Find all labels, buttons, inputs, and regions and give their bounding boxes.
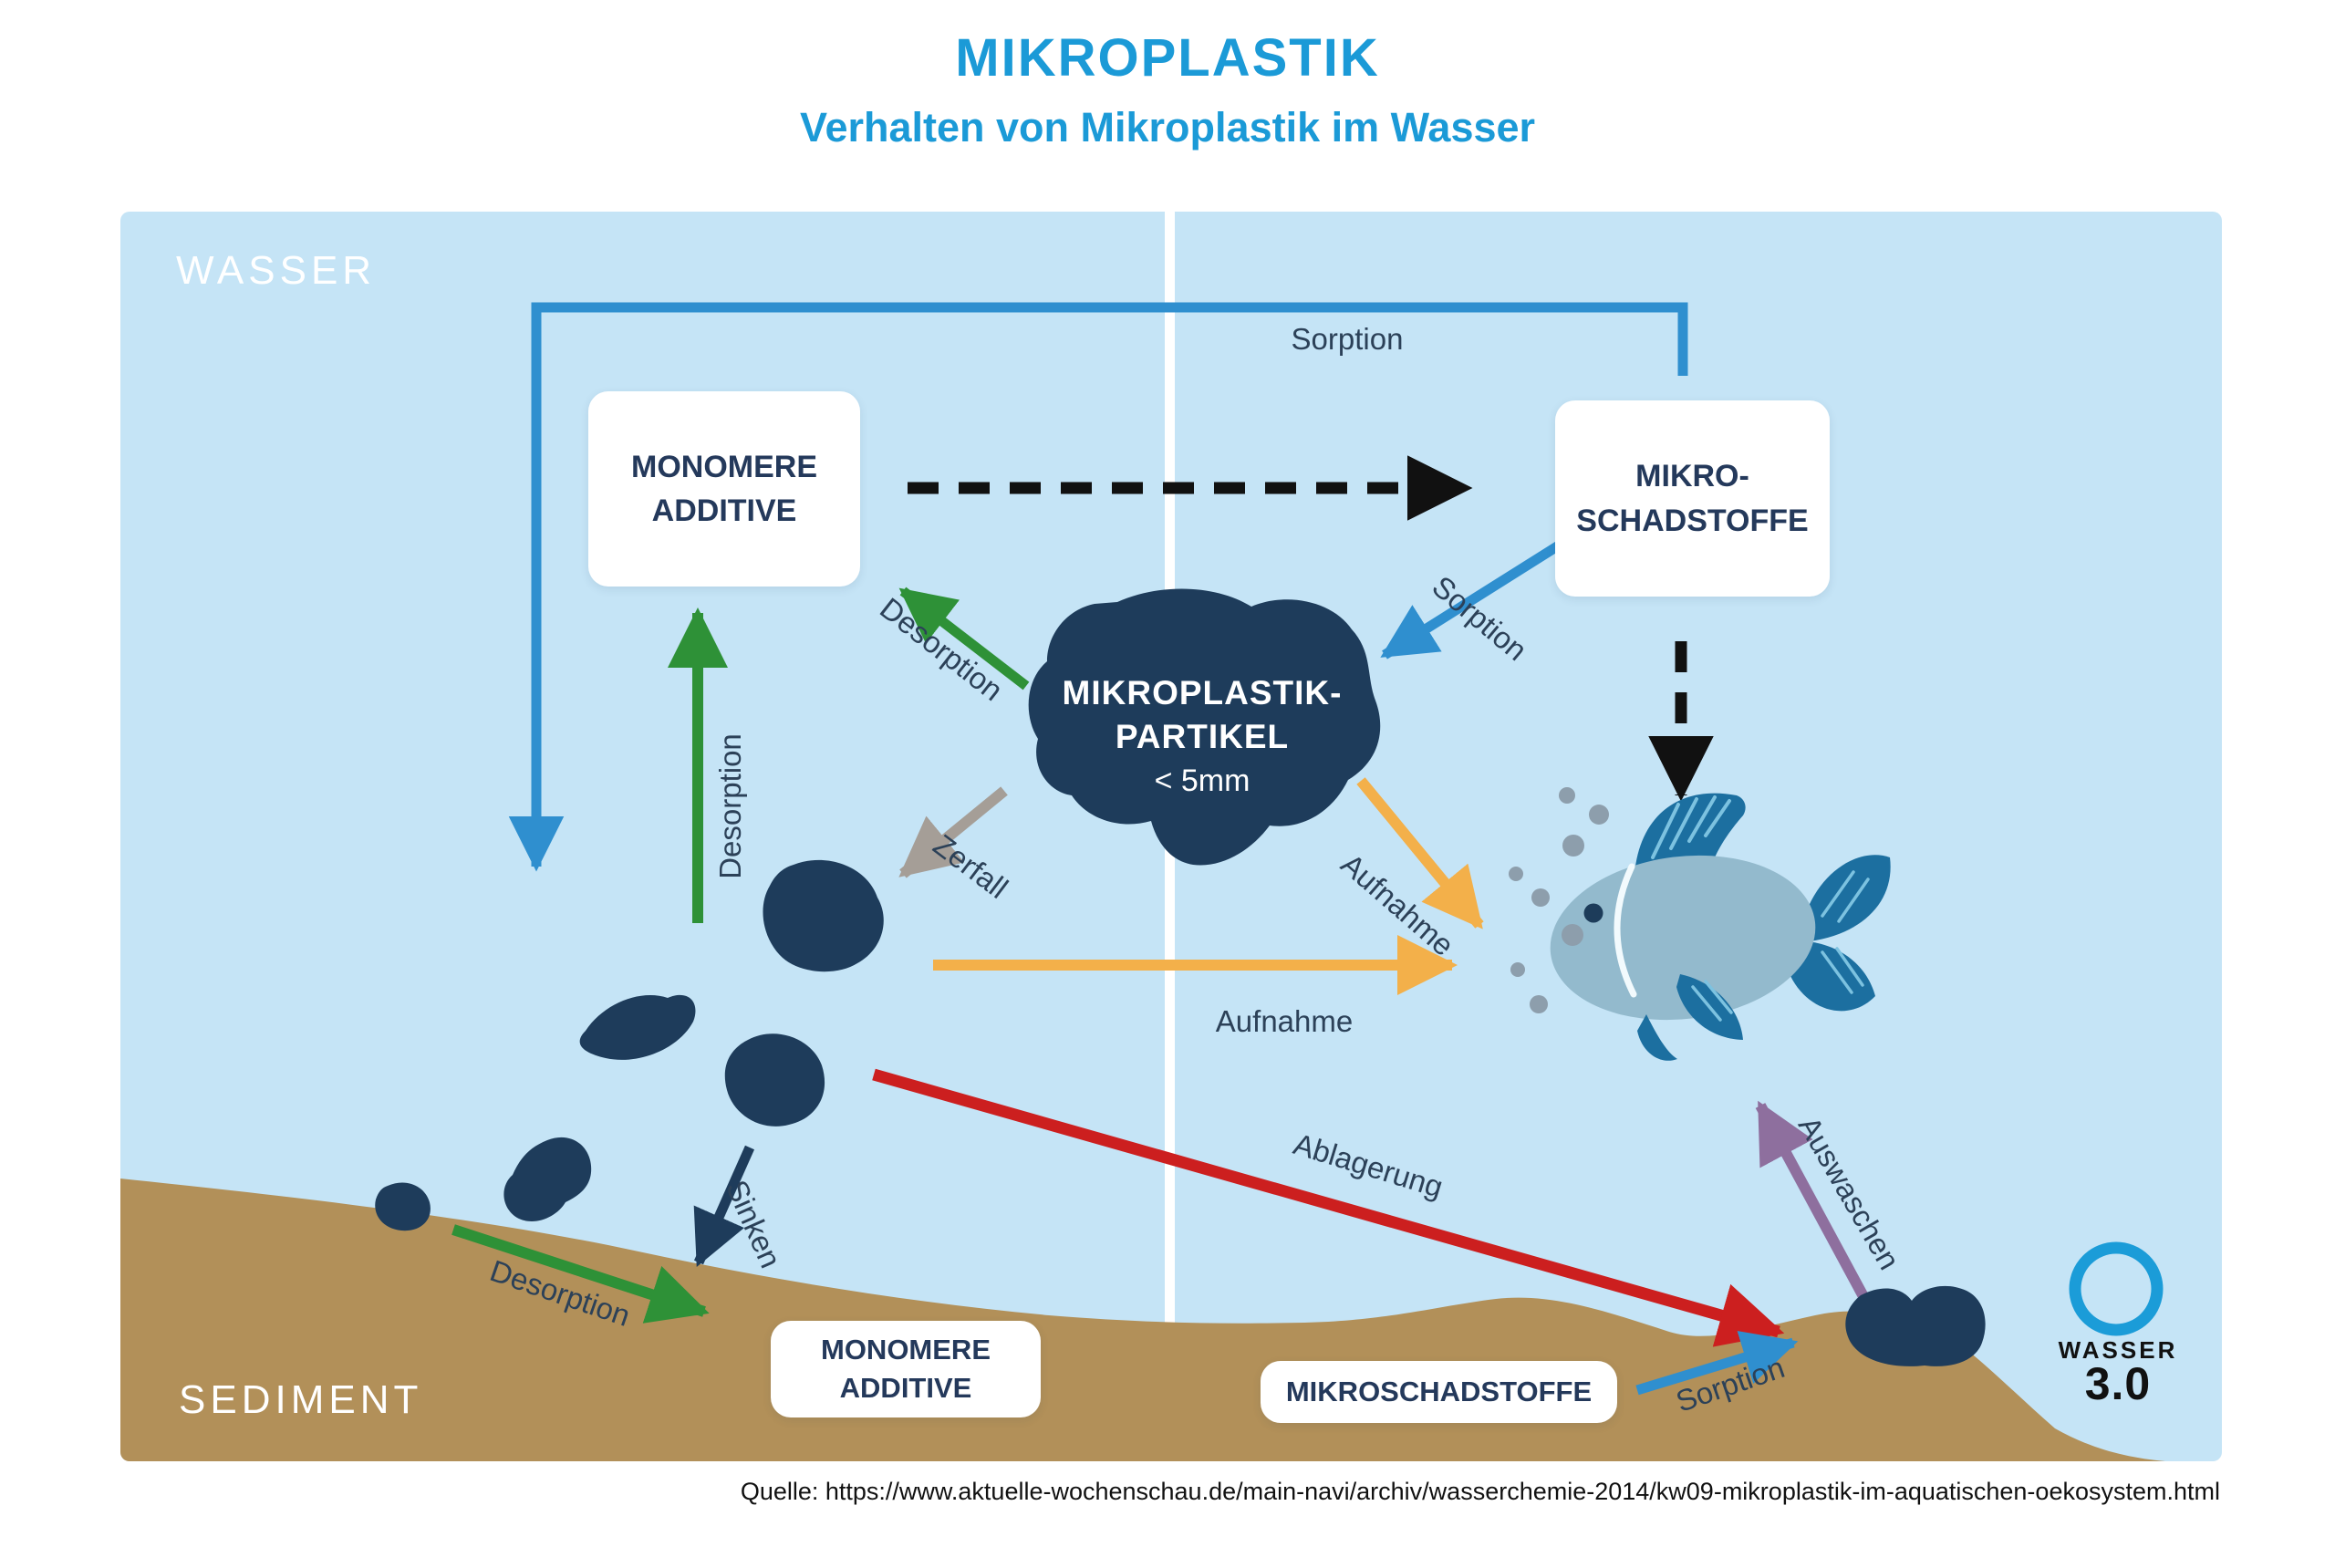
fish-body: [1550, 855, 1816, 1021]
fish-tail-upper: [1802, 855, 1891, 941]
microplastic-fragment: [724, 1033, 825, 1127]
bubbles-icon: [1509, 787, 1609, 1013]
fish-tail-stripes: [1821, 870, 1870, 994]
sorption-diagonal-arrow: [1380, 539, 1564, 659]
monomere-additive-water-box: MONOMERE ADDITIVE: [588, 391, 860, 587]
monomere-additive-water-line1: MONOMERE: [631, 449, 817, 484]
mikro-schadstoffe-line1: MIKRO-: [1635, 459, 1749, 494]
fish-small-fin: [1637, 1014, 1677, 1061]
monomere-additive-water-line2: ADDITIVE: [651, 493, 797, 528]
wasser30-logo-ring: [2069, 1241, 2164, 1336]
zerfall-arrow: [898, 786, 1008, 878]
microplastic-fragment: [1845, 1285, 1986, 1366]
fish-fin-stripes: [1651, 795, 1731, 859]
mikroschadstoffe-sediment-box: MIKROSCHADSTOFFE: [1261, 1361, 1617, 1423]
microplastic-fragment: [503, 1137, 592, 1221]
sorption-sediment-arrow: [1635, 1331, 1799, 1396]
monomere-additive-sediment-line1: MONOMERE: [821, 1334, 991, 1366]
monomere-additive-sediment-line2: ADDITIVE: [839, 1372, 972, 1404]
logo-version-text: 3.0: [2084, 1358, 2152, 1409]
water-zone-label: WASSER: [176, 248, 377, 293]
monomere-additive-sediment-box: MONOMERE ADDITIVE: [771, 1321, 1041, 1417]
logo-brand-text: WASSER: [2058, 1336, 2178, 1364]
fish-illustration: [1550, 793, 1891, 1061]
microplastic-fragment: [579, 994, 696, 1060]
sorption-loop-arrow: [508, 302, 1688, 872]
particle-line2: PARTIKEL: [1115, 718, 1290, 755]
microplastic-particle-text: MIKROPLASTIK- PARTIKEL < 5mm: [1063, 671, 1343, 803]
sinken-arrow: [693, 1145, 755, 1268]
fish-pelvic-stripes: [1691, 980, 1733, 1022]
page-title: MIKROPLASTIK: [955, 28, 1380, 88]
mikro-schadstoffe-line2: SCHADSTOFFE: [1576, 503, 1809, 538]
wasser30-logo: WASSER 3.0: [2058, 1336, 2178, 1409]
fish-eye: [1583, 903, 1603, 923]
fish-tail-lower: [1790, 941, 1875, 1012]
microplastic-fragment: [375, 1182, 431, 1231]
sediment-zone: [120, 1179, 2165, 1461]
mikro-schadstoffe-box: MIKRO- SCHADSTOFFE: [1555, 400, 1830, 597]
desorption-sediment-arrow: [451, 1224, 710, 1324]
desorption-diagonal-arrow: [898, 587, 1030, 691]
microplastic-particle-blob: [1028, 588, 1381, 866]
particle-line1: MIKROPLASTIK-: [1062, 674, 1343, 711]
desorption-vertical-label: Desorption: [713, 733, 747, 879]
auswaschen-arrow: [1755, 1100, 1877, 1314]
mikroschadstoffe-sediment-label: MIKROSCHADSTOFFE: [1285, 1376, 1593, 1408]
aufnahme-horizontal-label: Aufnahme: [1215, 1004, 1354, 1038]
aufnahme-diagonal-arrow: [1356, 777, 1484, 929]
ablagerung-arrow: [872, 1068, 1785, 1347]
source-citation: Quelle: https://www.aktuelle-wochenschau…: [740, 1478, 2220, 1505]
page-subtitle: Verhalten von Mikroplastik im Wasser: [799, 104, 1536, 151]
particle-line3: < 5mm: [1154, 763, 1251, 798]
microplastic-fragment: [763, 859, 884, 972]
fish-gill-line: [1614, 863, 1637, 998]
sorption-top-label: Sorption: [1291, 322, 1404, 356]
sediment-zone-label: SEDIMENT: [179, 1377, 423, 1422]
